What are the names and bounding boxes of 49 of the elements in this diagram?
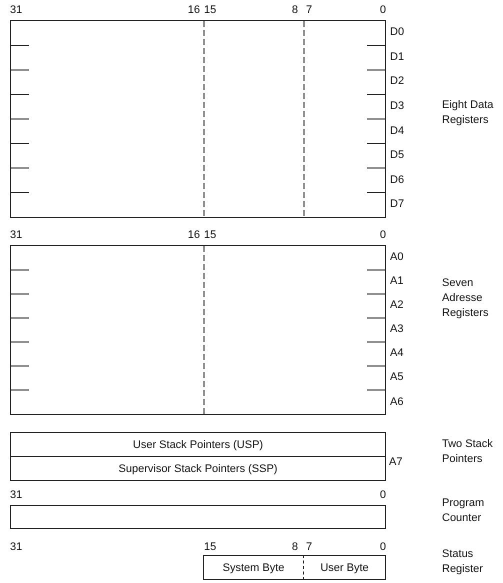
bit-number: 16 bbox=[188, 3, 200, 17]
bit-number: 31 bbox=[10, 3, 22, 17]
bit-number: 0 bbox=[380, 488, 386, 502]
group-label: Eight Data Registers bbox=[442, 98, 494, 128]
register-name: A7 bbox=[389, 455, 402, 469]
register-name: D7 bbox=[390, 197, 404, 211]
bit-number: 7 bbox=[306, 3, 312, 17]
register-field bbox=[10, 432, 386, 457]
field-label: Supervisor Stack Pointers (SSP) bbox=[118, 462, 278, 474]
register-name: A0 bbox=[390, 250, 404, 264]
group-label: Status Register bbox=[442, 547, 484, 577]
register-name: A2 bbox=[390, 298, 404, 312]
register-block bbox=[10, 245, 386, 415]
bit-number: 0 bbox=[380, 540, 386, 554]
register-block bbox=[10, 20, 386, 218]
bit-number: 31 bbox=[10, 540, 22, 554]
bit-number: 7 bbox=[306, 540, 312, 554]
register-field bbox=[10, 456, 386, 481]
register-name: A5 bbox=[390, 370, 404, 384]
group-label: Seven Adresse Registers bbox=[442, 276, 490, 321]
bit-number: 31 bbox=[10, 228, 22, 242]
group-label: Two Stack Pointers bbox=[442, 437, 494, 467]
field-label: User Stack Pointers (USP) bbox=[132, 438, 264, 450]
group-label: Program Counter bbox=[442, 496, 486, 526]
bit-number: 31 bbox=[10, 488, 22, 502]
field-label: System Byte bbox=[222, 562, 286, 574]
register-name: D5 bbox=[390, 148, 404, 162]
register-field bbox=[203, 555, 304, 580]
register-name: D0 bbox=[390, 25, 404, 39]
register-name: D6 bbox=[390, 173, 404, 187]
register-name: A4 bbox=[390, 346, 404, 360]
bit-number: 16 bbox=[188, 228, 200, 242]
register-name: D2 bbox=[390, 74, 404, 88]
register-name: A3 bbox=[390, 322, 404, 336]
bit-number: 15 bbox=[204, 540, 216, 554]
register-name: A6 bbox=[390, 395, 404, 409]
register-name: D4 bbox=[390, 124, 404, 138]
register-name: D3 bbox=[390, 99, 404, 113]
field-label: User Byte bbox=[319, 562, 370, 574]
bit-number: 0 bbox=[380, 228, 386, 242]
bit-number: 15 bbox=[204, 228, 216, 242]
register-name: D1 bbox=[390, 50, 404, 64]
register-name: A1 bbox=[390, 274, 404, 288]
bit-number: 0 bbox=[380, 3, 386, 17]
bit-number: 8 bbox=[292, 3, 298, 17]
bit-number: 8 bbox=[292, 540, 298, 554]
register-block bbox=[10, 505, 386, 529]
register-field bbox=[303, 555, 386, 580]
bit-number: 15 bbox=[204, 3, 216, 17]
